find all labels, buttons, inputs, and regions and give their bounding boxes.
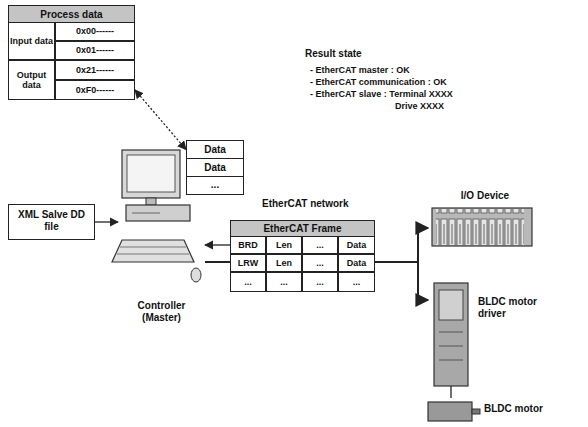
frame-cell: Data [338, 254, 375, 272]
frame-cell: ... [302, 254, 338, 272]
bldc-motor-driver: BLDC motor driver [428, 280, 545, 386]
data-box: Data [186, 140, 244, 159]
frame-cell: ... [266, 272, 302, 292]
table-cell: 0x01------ [55, 41, 135, 60]
frame-arrow [205, 244, 230, 245]
frame-cell: Len [266, 254, 302, 272]
frame-cell: ... [338, 272, 375, 292]
frame-cell: ... [302, 272, 338, 292]
node-text: BLDC motor [422, 398, 562, 415]
table-cell: Input data [8, 22, 55, 60]
status-line: - EtherCAT master : OK [310, 65, 410, 75]
frame-cell: Data [338, 236, 375, 254]
frame-cell: Len [266, 236, 302, 254]
process-data-link [135, 90, 186, 150]
frame-cell: ... [230, 272, 266, 292]
node-text: BLDC motor driver [428, 280, 545, 319]
frame-cell: ... [302, 236, 338, 254]
table-cell: 0x00------ [55, 22, 135, 41]
motor-cable [450, 386, 451, 398]
status-line: - EtherCAT slave : Terminal XXXX [310, 89, 453, 99]
node-text: ... [187, 177, 243, 191]
frame-cell: LRW [230, 254, 266, 272]
data-box: ... [186, 176, 244, 195]
table-cell: Output data [8, 60, 55, 100]
io-device-illustration [432, 208, 532, 246]
network-label: EtherCAT network [262, 198, 349, 210]
motor-illustration [428, 402, 480, 421]
node-text: Data [187, 141, 243, 156]
status-heading: Result state [305, 48, 362, 60]
xml-file-box: XML Salve DD file [8, 204, 95, 240]
node-text: Data [187, 159, 243, 174]
node-text: XML Salve DD file [9, 205, 94, 236]
data-box: Data [186, 158, 244, 177]
status-line: Drive XXXX [395, 101, 444, 111]
io-device: I/O Device [428, 190, 538, 250]
node-text: Controller (Master) [118, 300, 205, 323]
bldc-motor: BLDC motor [422, 398, 562, 424]
file-arrow [95, 221, 118, 222]
table-cell: 0x21------ [55, 60, 135, 80]
table-cell: 0xF0------ [55, 80, 135, 100]
node-text: I/O Device [428, 190, 538, 202]
status-line: - EtherCAT communication : OK [310, 77, 447, 87]
frame-cell: BRD [230, 236, 266, 254]
motor-driver-illustration [434, 283, 468, 386]
